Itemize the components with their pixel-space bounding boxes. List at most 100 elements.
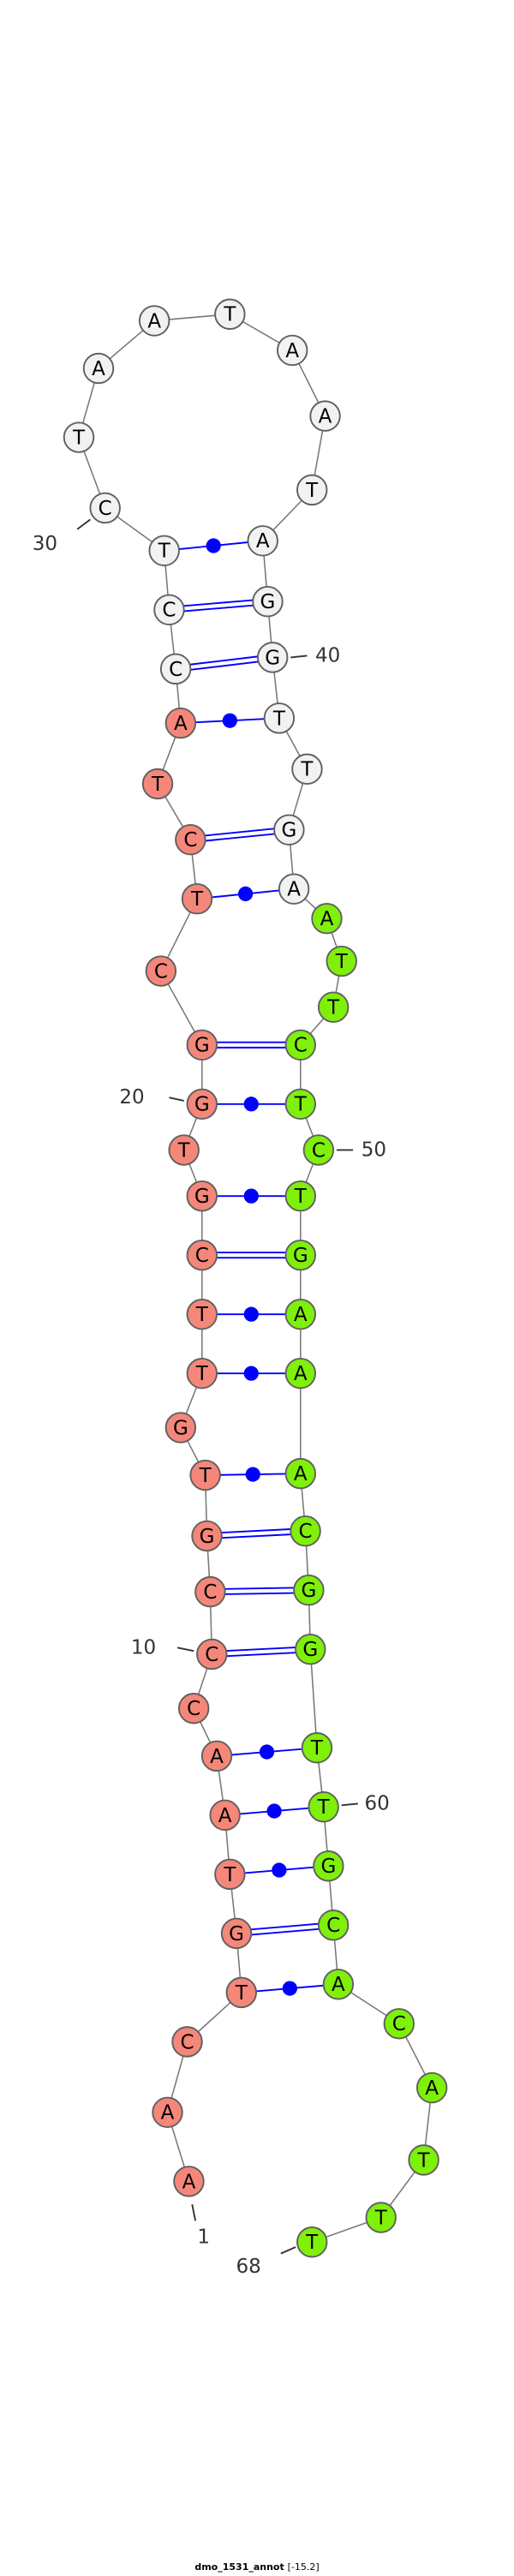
- nucleotide-letter: A: [256, 530, 270, 553]
- nucleotide-circle: [317, 991, 350, 1023]
- nucleotide-64: C: [383, 2008, 415, 2040]
- nucleotide-circle: [191, 1520, 223, 1552]
- nucleotide-circle: [138, 305, 170, 337]
- nucleotide-circle: [317, 1910, 350, 1941]
- nucleotide-59: T: [301, 1732, 333, 1764]
- nucleotide-circle: [186, 1298, 218, 1330]
- nucleotide-circle: [284, 1029, 317, 1061]
- label-tick: [169, 1097, 184, 1102]
- pair-bond-line: [183, 599, 254, 607]
- nucleotide-letter: A: [320, 908, 334, 930]
- pair-bond-line: [190, 660, 259, 671]
- nucleotide-letter: G: [194, 1094, 210, 1116]
- nucleotide-34: T: [214, 298, 246, 330]
- nucleotide-letter: T: [326, 997, 340, 1019]
- nucleotide-circle: [141, 768, 174, 800]
- base-pair-canonical: [217, 1041, 286, 1049]
- nucleotide-18: G: [186, 1180, 218, 1212]
- nucleotide-letter: C: [312, 1139, 326, 1162]
- nucleotide-circle: [301, 1732, 333, 1764]
- pair-bond-line: [226, 1647, 296, 1653]
- free-energy: [-15.2]: [287, 2561, 320, 2573]
- nucleotide-circle: [89, 492, 121, 524]
- nucleotide-65: A: [415, 2071, 448, 2104]
- nucleotide-41: T: [263, 702, 296, 734]
- nucleotide-66: T: [408, 2144, 439, 2176]
- pair-bond-line: [224, 1592, 295, 1595]
- nucleotide-35: A: [277, 334, 308, 367]
- nucleotide-circle: [309, 400, 341, 432]
- label-tick: [176, 1647, 194, 1653]
- label-tick: [76, 518, 92, 530]
- pair-bond-line: [251, 1928, 320, 1936]
- nucleotide-2: A: [152, 2096, 183, 2129]
- nucleotide-letter: C: [187, 1698, 200, 1720]
- nucleotide-letter: T: [300, 759, 314, 781]
- nucleotide-circle: [186, 1239, 218, 1271]
- nucleotide-22: C: [145, 955, 177, 987]
- nucleotide-letter: G: [302, 1639, 318, 1661]
- position-label: 50: [362, 1139, 386, 1161]
- pair-bond-line: [205, 833, 275, 842]
- nucleotide-letter: T: [305, 480, 319, 502]
- position-label: 68: [236, 2256, 261, 2278]
- nucleotide-letter: G: [301, 1580, 316, 1602]
- nucleotide-circle: [225, 1976, 257, 2009]
- wobble-dot-icon: [206, 538, 221, 553]
- nucleotide-circle: [415, 2071, 448, 2104]
- pair-bond-line: [221, 1533, 291, 1539]
- nucleotide-circle: [284, 1357, 317, 1390]
- base-pair-canonical: [217, 1252, 286, 1259]
- nucleotide-letter: T: [195, 1304, 209, 1326]
- pair-bond-line: [189, 655, 258, 666]
- wobble-dot-icon: [243, 1188, 259, 1204]
- nucleotide-25: T: [141, 768, 174, 800]
- nucleotide-42: T: [291, 753, 323, 785]
- nucleotide-circle: [194, 1575, 226, 1608]
- nucleotide-circle: [284, 1088, 317, 1121]
- nucleotide-68: T: [296, 2226, 328, 2258]
- nucleotide-49: T: [284, 1088, 317, 1121]
- nucleotide-14: G: [164, 1412, 197, 1443]
- nucleotide-letter: G: [194, 1186, 210, 1208]
- nucleotide-36: A: [309, 400, 341, 432]
- nucleotide-circle: [164, 707, 197, 739]
- nucleotide-38: A: [247, 525, 278, 557]
- nucleotide-circle: [63, 421, 95, 453]
- nucleotide-letter: G: [260, 591, 276, 613]
- nucleotide-letter: A: [161, 2102, 175, 2125]
- base-pair-wobble: [244, 1862, 314, 1878]
- nucleotide-56: C: [290, 1515, 321, 1547]
- base-pair-wobble: [178, 538, 248, 553]
- nucleotide-circle: [173, 2166, 205, 2197]
- nucleotide-letter: T: [235, 1982, 248, 2005]
- base-pair-wobble: [231, 1744, 302, 1760]
- structure-title: dmo_1531_annot [-15.2]: [0, 2561, 514, 2573]
- nucleotide-48: C: [284, 1029, 317, 1061]
- nucleotide-letter: C: [180, 2031, 194, 2053]
- base-pair-wobble: [195, 713, 265, 728]
- pair-bond-line: [205, 828, 275, 837]
- nucleotide-circle: [145, 955, 177, 987]
- nucleotide-letter: C: [195, 1245, 209, 1267]
- wobble-dot-icon: [266, 1803, 282, 1819]
- nucleotide-letter: C: [169, 659, 182, 681]
- nucleotide-1: A: [173, 2166, 205, 2197]
- nucleotide-letter: T: [310, 1737, 324, 1760]
- nucleotide-letter: T: [177, 1139, 191, 1162]
- nucleotide-19: T: [168, 1134, 200, 1166]
- nucleotide-67: T: [365, 2202, 397, 2233]
- nucleotide-letter: A: [182, 2171, 196, 2193]
- nucleotide-letter: A: [319, 406, 332, 428]
- nucleotide-circle: [214, 1858, 246, 1891]
- position-label: 20: [119, 1086, 144, 1109]
- nucleotide-letter: C: [392, 2013, 406, 2035]
- wobble-dot-icon: [245, 1467, 260, 1482]
- nucleotide-circle: [220, 1917, 253, 1950]
- nucleotide-57: G: [293, 1575, 325, 1606]
- nucleotide-circle: [308, 1791, 339, 1823]
- nucleotide-circle: [293, 1575, 325, 1606]
- nucleotide-11: C: [194, 1575, 226, 1608]
- nucleotide-letter: C: [299, 1521, 313, 1543]
- nucleotide-10: C: [196, 1638, 228, 1671]
